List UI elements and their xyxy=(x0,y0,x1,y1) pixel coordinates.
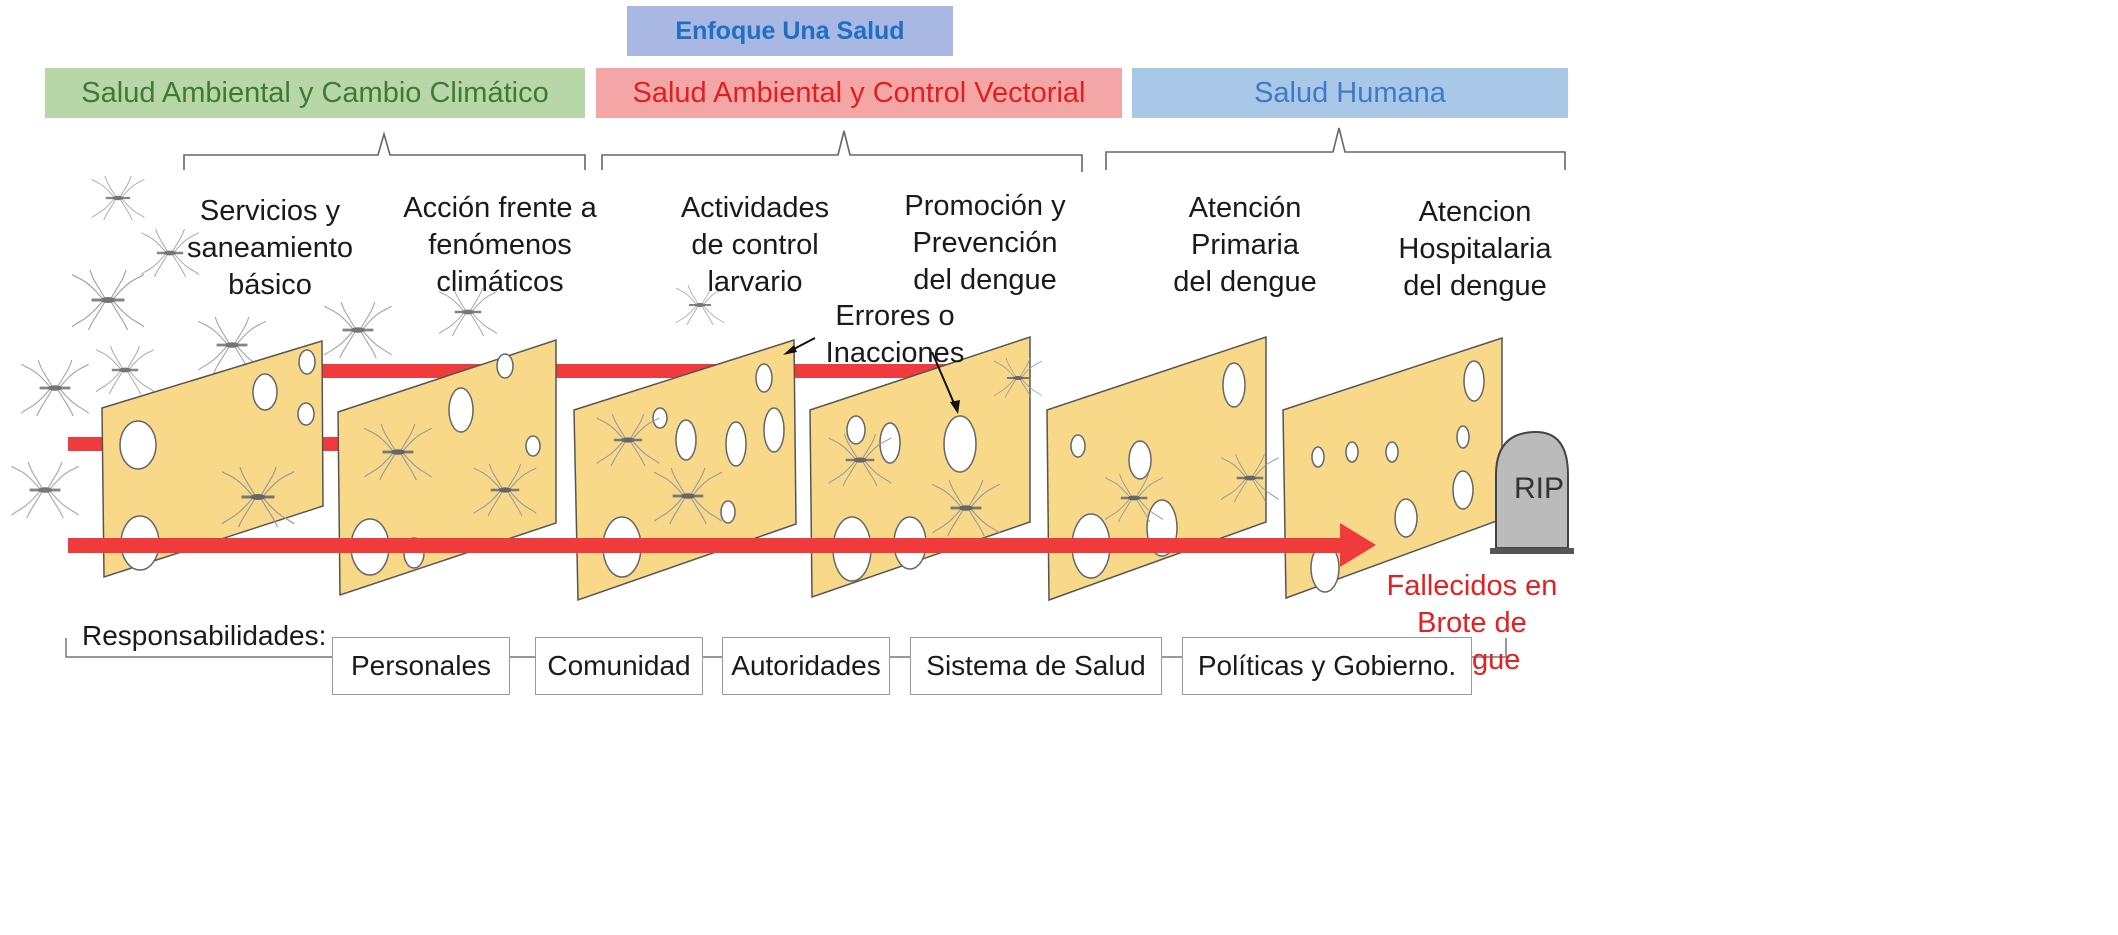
bracket-group-3 xyxy=(1105,127,1566,170)
bracket-group-2 xyxy=(601,130,1083,172)
responsibility-autoridades: Autoridades xyxy=(722,637,890,695)
tombstone-icon: RIP xyxy=(1490,430,1574,554)
layer-label-control-larvario: Actividades de control larvario xyxy=(680,192,830,298)
band-label: Salud Humana xyxy=(1254,76,1446,109)
layer-label-servicios: Servicios y saneamiento básico xyxy=(186,195,354,301)
band-label: Salud Ambiental y Cambio Climático xyxy=(81,76,549,109)
annotation-pointer-2 xyxy=(931,351,957,409)
responsibility-politicas-gobierno: Políticas y Gobierno. xyxy=(1182,637,1472,695)
header-title-box: Enfoque Una Salud xyxy=(627,6,953,56)
layer-label-accion-climaticos: Acción frente a fenómenos climáticos xyxy=(403,192,597,298)
bracket-group-1 xyxy=(183,131,586,170)
tombstone-text: RIP xyxy=(1514,472,1564,505)
band-salud-humana: Salud Humana xyxy=(1132,68,1568,118)
header-title: Enfoque Una Salud xyxy=(675,16,905,45)
arrow-lower xyxy=(68,538,1350,553)
cheese-slice-5 xyxy=(1046,335,1281,602)
responsibility-comunidad: Comunidad xyxy=(535,637,703,695)
responsibility-personales: Personales xyxy=(332,637,510,695)
band-salud-ambiental-control-vectorial: Salud Ambiental y Control Vectorial xyxy=(596,68,1122,118)
layer-label-atencion-hospitalaria: Atencion Hospitalaria del dengue xyxy=(1398,196,1552,302)
responsibility-sistema-salud: Sistema de Salud xyxy=(910,637,1162,695)
cheese-slice-1 xyxy=(101,339,324,579)
cheese-slice-2 xyxy=(337,338,557,597)
band-label: Salud Ambiental y Control Vectorial xyxy=(632,76,1086,109)
responsibilities-label: Responsabilidades: xyxy=(78,620,331,652)
layer-label-atencion-primaria: Atención Primaria del dengue xyxy=(1173,192,1317,298)
arrow-lower-head xyxy=(1340,523,1376,567)
outcome-annotation: Fallecidos en Brote de dengue xyxy=(1386,570,1558,676)
cheese-slice-3 xyxy=(573,338,797,602)
cheese-slice-6 xyxy=(1282,336,1503,600)
cheese-slice-4 xyxy=(809,335,1043,599)
band-salud-ambiental-cambio-climatico: Salud Ambiental y Cambio Climático xyxy=(45,68,585,118)
layer-label-promocion-prevencion: Promoción y Prevención del dengue xyxy=(904,190,1066,296)
errors-annotation: Errores o Inacciones xyxy=(825,300,965,369)
